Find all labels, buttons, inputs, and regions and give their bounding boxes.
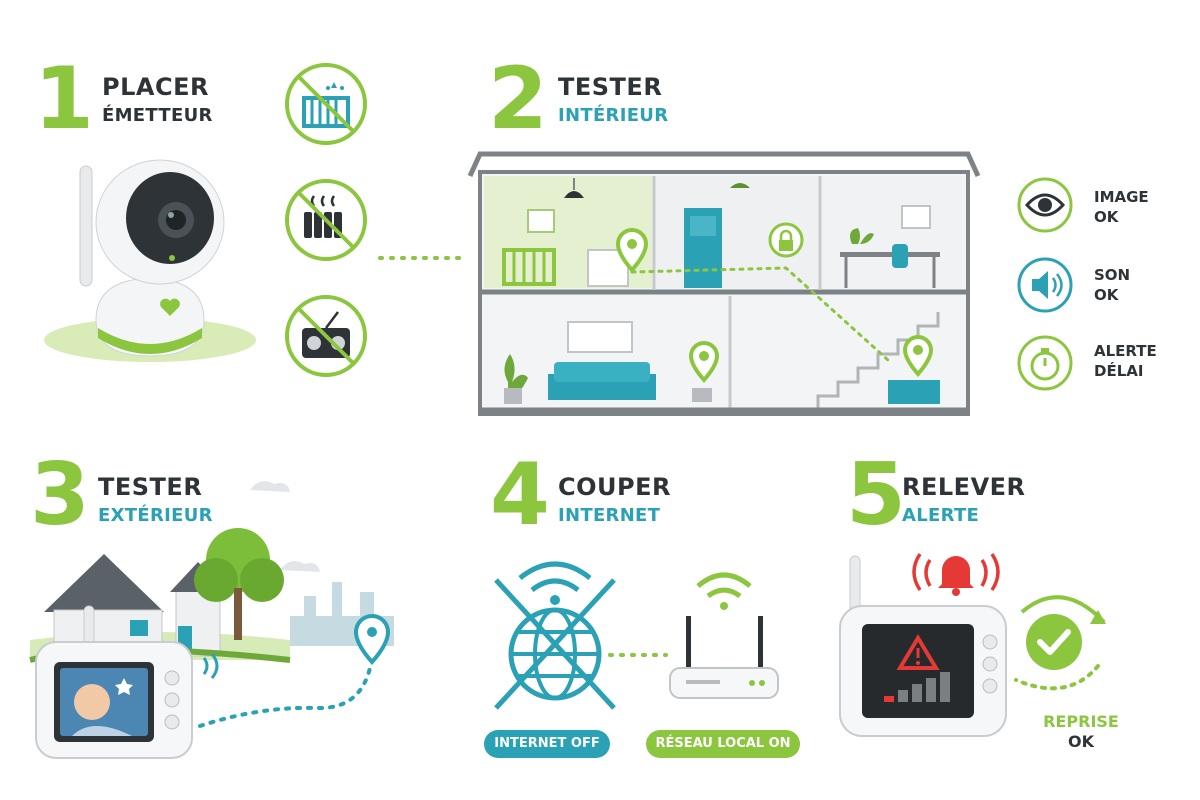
checkmark-recovery-icon xyxy=(1014,595,1106,691)
step-1-subtitle: ÉMETTEUR xyxy=(102,105,213,126)
step-3-subtitle: EXTÉRIEUR xyxy=(98,505,213,526)
speaker-icon xyxy=(1017,257,1073,313)
alert-monitor-illustration xyxy=(839,555,1007,737)
location-pin-icon xyxy=(902,335,934,378)
step-3-number: 3 xyxy=(30,445,90,545)
step-1-number: 1 xyxy=(34,49,94,149)
stopwatch-icon xyxy=(1017,335,1073,391)
step-4-title: COUPER xyxy=(558,473,671,501)
step-2-title: TESTER xyxy=(558,73,663,101)
step-5-subtitle: ALERTE xyxy=(902,505,980,526)
step-5-title: RELEVER xyxy=(902,473,1026,501)
parent-monitor-illustration xyxy=(35,605,193,759)
step-3-title: TESTER xyxy=(98,473,203,501)
connector-dots xyxy=(378,256,468,260)
router-icon xyxy=(669,572,779,699)
radio-icon xyxy=(285,295,367,377)
location-pin-icon xyxy=(615,228,649,274)
location-pin-icon xyxy=(688,341,720,384)
local-network-on-badge: RÉSEAU LOCAL ON xyxy=(646,730,800,758)
step-4-subtitle: INTERNET xyxy=(558,505,661,526)
lock-icon xyxy=(768,222,804,258)
internet-off-badge: INTERNET OFF xyxy=(484,730,610,758)
internet-off-icon xyxy=(494,561,616,710)
step-4-number: 4 xyxy=(490,445,550,545)
camera-transmitter-illustration xyxy=(44,159,256,362)
bell-alarm-icon xyxy=(912,553,1000,596)
recovery-ok-label: REPRISE OK xyxy=(1043,712,1119,751)
step-2-number: 2 xyxy=(488,49,548,149)
house-interior-illustration xyxy=(467,151,981,416)
crib-icon xyxy=(285,63,367,145)
step-2-subtitle: INTÉRIEUR xyxy=(558,105,669,126)
radiator-icon xyxy=(285,179,367,261)
eye-icon xyxy=(1017,177,1073,233)
step-5-number: 5 xyxy=(846,445,906,545)
location-pin-icon xyxy=(353,614,391,666)
step-1-title: PLACER xyxy=(102,73,209,101)
connector-dots xyxy=(608,653,668,657)
